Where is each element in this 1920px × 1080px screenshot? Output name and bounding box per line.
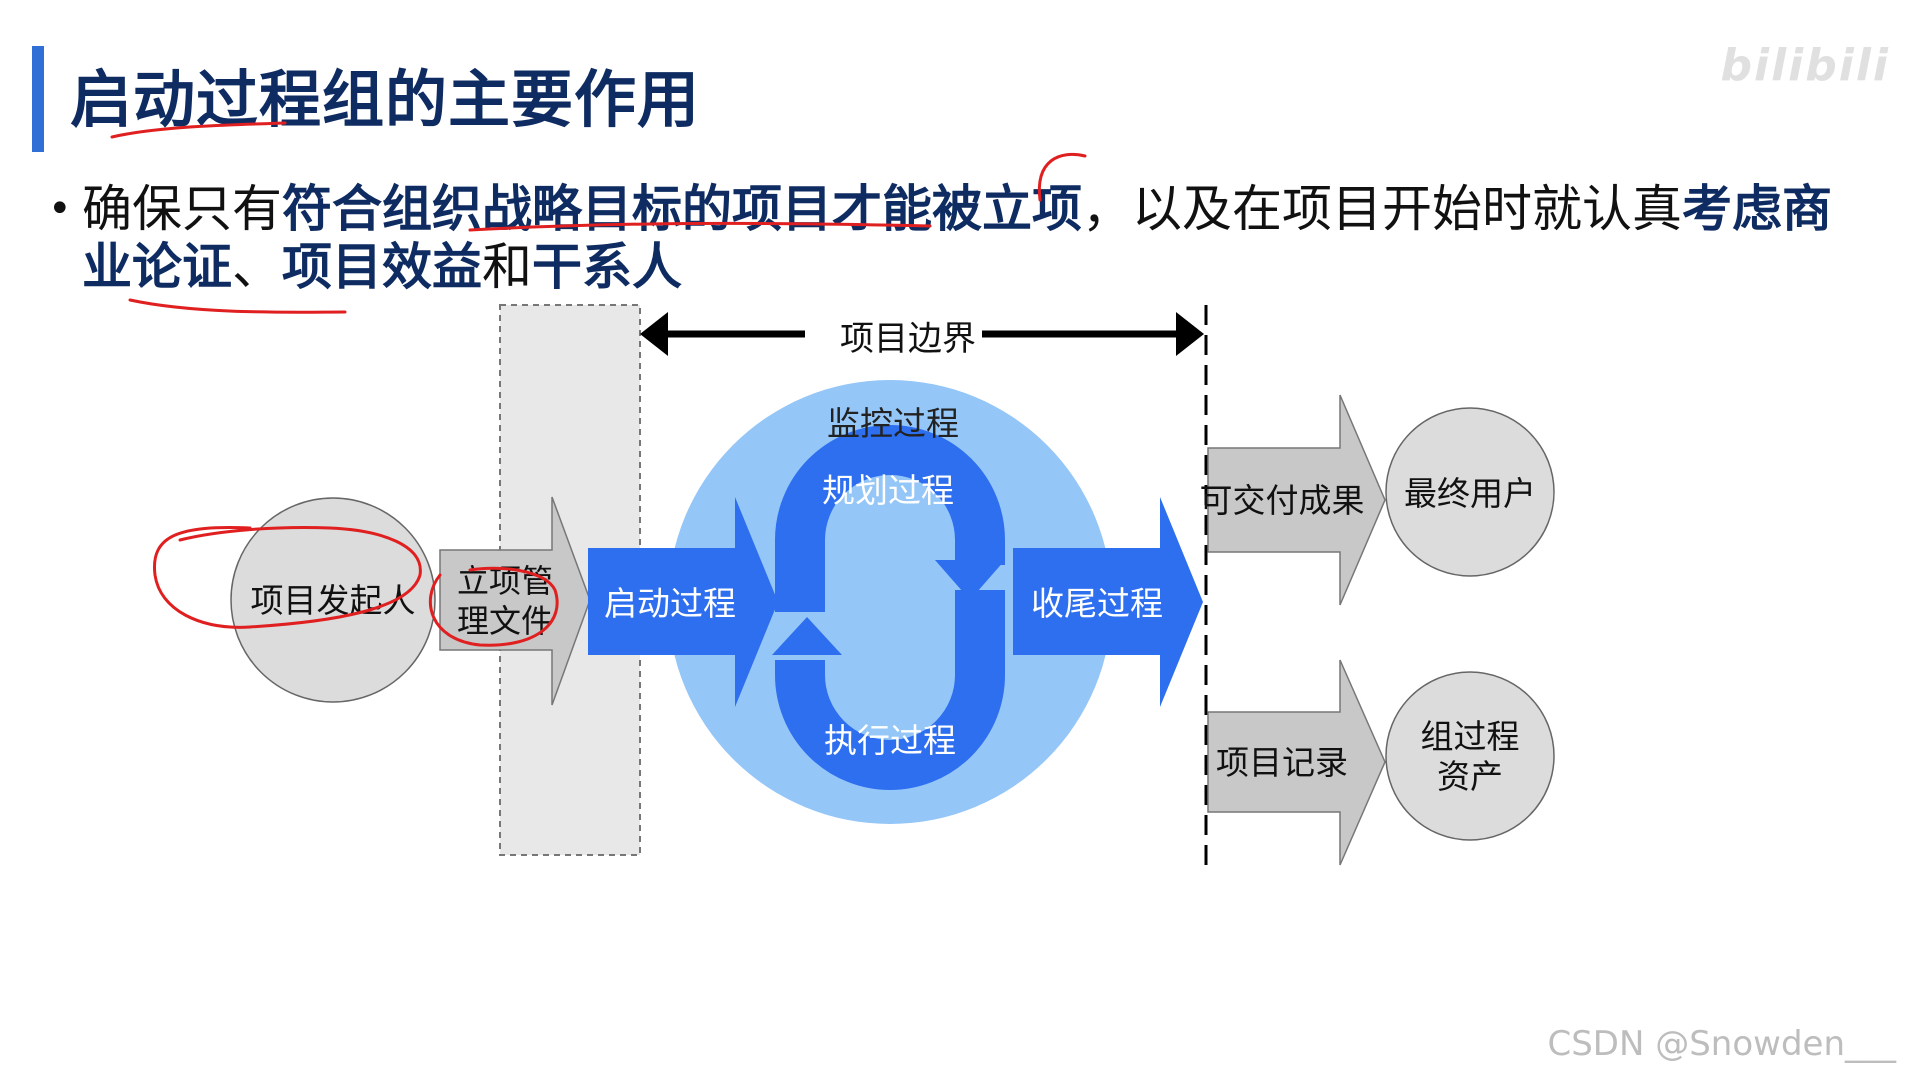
plan-execute-cycle bbox=[772, 425, 1005, 790]
sponsor-circle bbox=[230, 497, 436, 703]
closing-arrow bbox=[1013, 497, 1203, 707]
slide-title: 启动过程组的主要作用 bbox=[70, 63, 701, 136]
deliverables-label: 可交付成果 bbox=[1200, 481, 1365, 520]
initiating-label: 启动过程 bbox=[604, 584, 736, 623]
bullet-bold1: 符合组织战略目标的项目才能被立项 bbox=[282, 180, 1082, 238]
bullet-text: 确保只有符合组织战略目标的项目才能被立项，以及在项目开始时就认真考虑商业论证、项… bbox=[82, 180, 1862, 296]
records-arrow bbox=[1207, 659, 1386, 866]
deliverables-arrow bbox=[1207, 394, 1386, 606]
red-annotations bbox=[110, 121, 1087, 647]
bullet-dot-icon: • bbox=[48, 186, 72, 232]
org-assets-line1: 组过程 bbox=[1421, 717, 1520, 756]
bilibili-watermark: bilibili bbox=[1720, 40, 1890, 91]
closing-label: 收尾过程 bbox=[1031, 584, 1163, 623]
bullet-part3: 和 bbox=[482, 238, 532, 296]
initiating-arrow bbox=[588, 497, 778, 707]
org-assets-circle bbox=[1385, 671, 1555, 841]
org-assets-line2: 资产 bbox=[1437, 757, 1503, 796]
boundary-double-arrow bbox=[640, 312, 1204, 356]
end-user-label: 最终用户 bbox=[1404, 474, 1536, 513]
records-label: 项目记录 bbox=[1216, 743, 1348, 782]
process-circle bbox=[668, 380, 1112, 824]
bullet-part1: 确保只有 bbox=[82, 180, 282, 238]
end-user-circle bbox=[1385, 407, 1555, 577]
bullet-part2: ，以及在项目开始时就认真 bbox=[1082, 180, 1682, 238]
bullet-bold3: 项目效益 bbox=[282, 238, 482, 296]
bullet-bold2: 考虑商业论证 bbox=[82, 180, 1832, 296]
title-accent-bar bbox=[32, 46, 44, 152]
boundary-label: 项目边界 bbox=[840, 319, 976, 359]
sponsor-label: 项目发起人 bbox=[251, 581, 416, 620]
monitoring-label: 监控过程 bbox=[827, 404, 959, 443]
bullet-bold4: 干系人 bbox=[532, 238, 682, 296]
bullet-sep1: 、 bbox=[232, 238, 282, 296]
planning-label: 规划过程 bbox=[822, 471, 954, 510]
charter-arrow bbox=[439, 496, 591, 706]
csdn-watermark: CSDN @Snowden___ bbox=[1547, 1024, 1896, 1064]
executing-label: 执行过程 bbox=[824, 721, 956, 760]
